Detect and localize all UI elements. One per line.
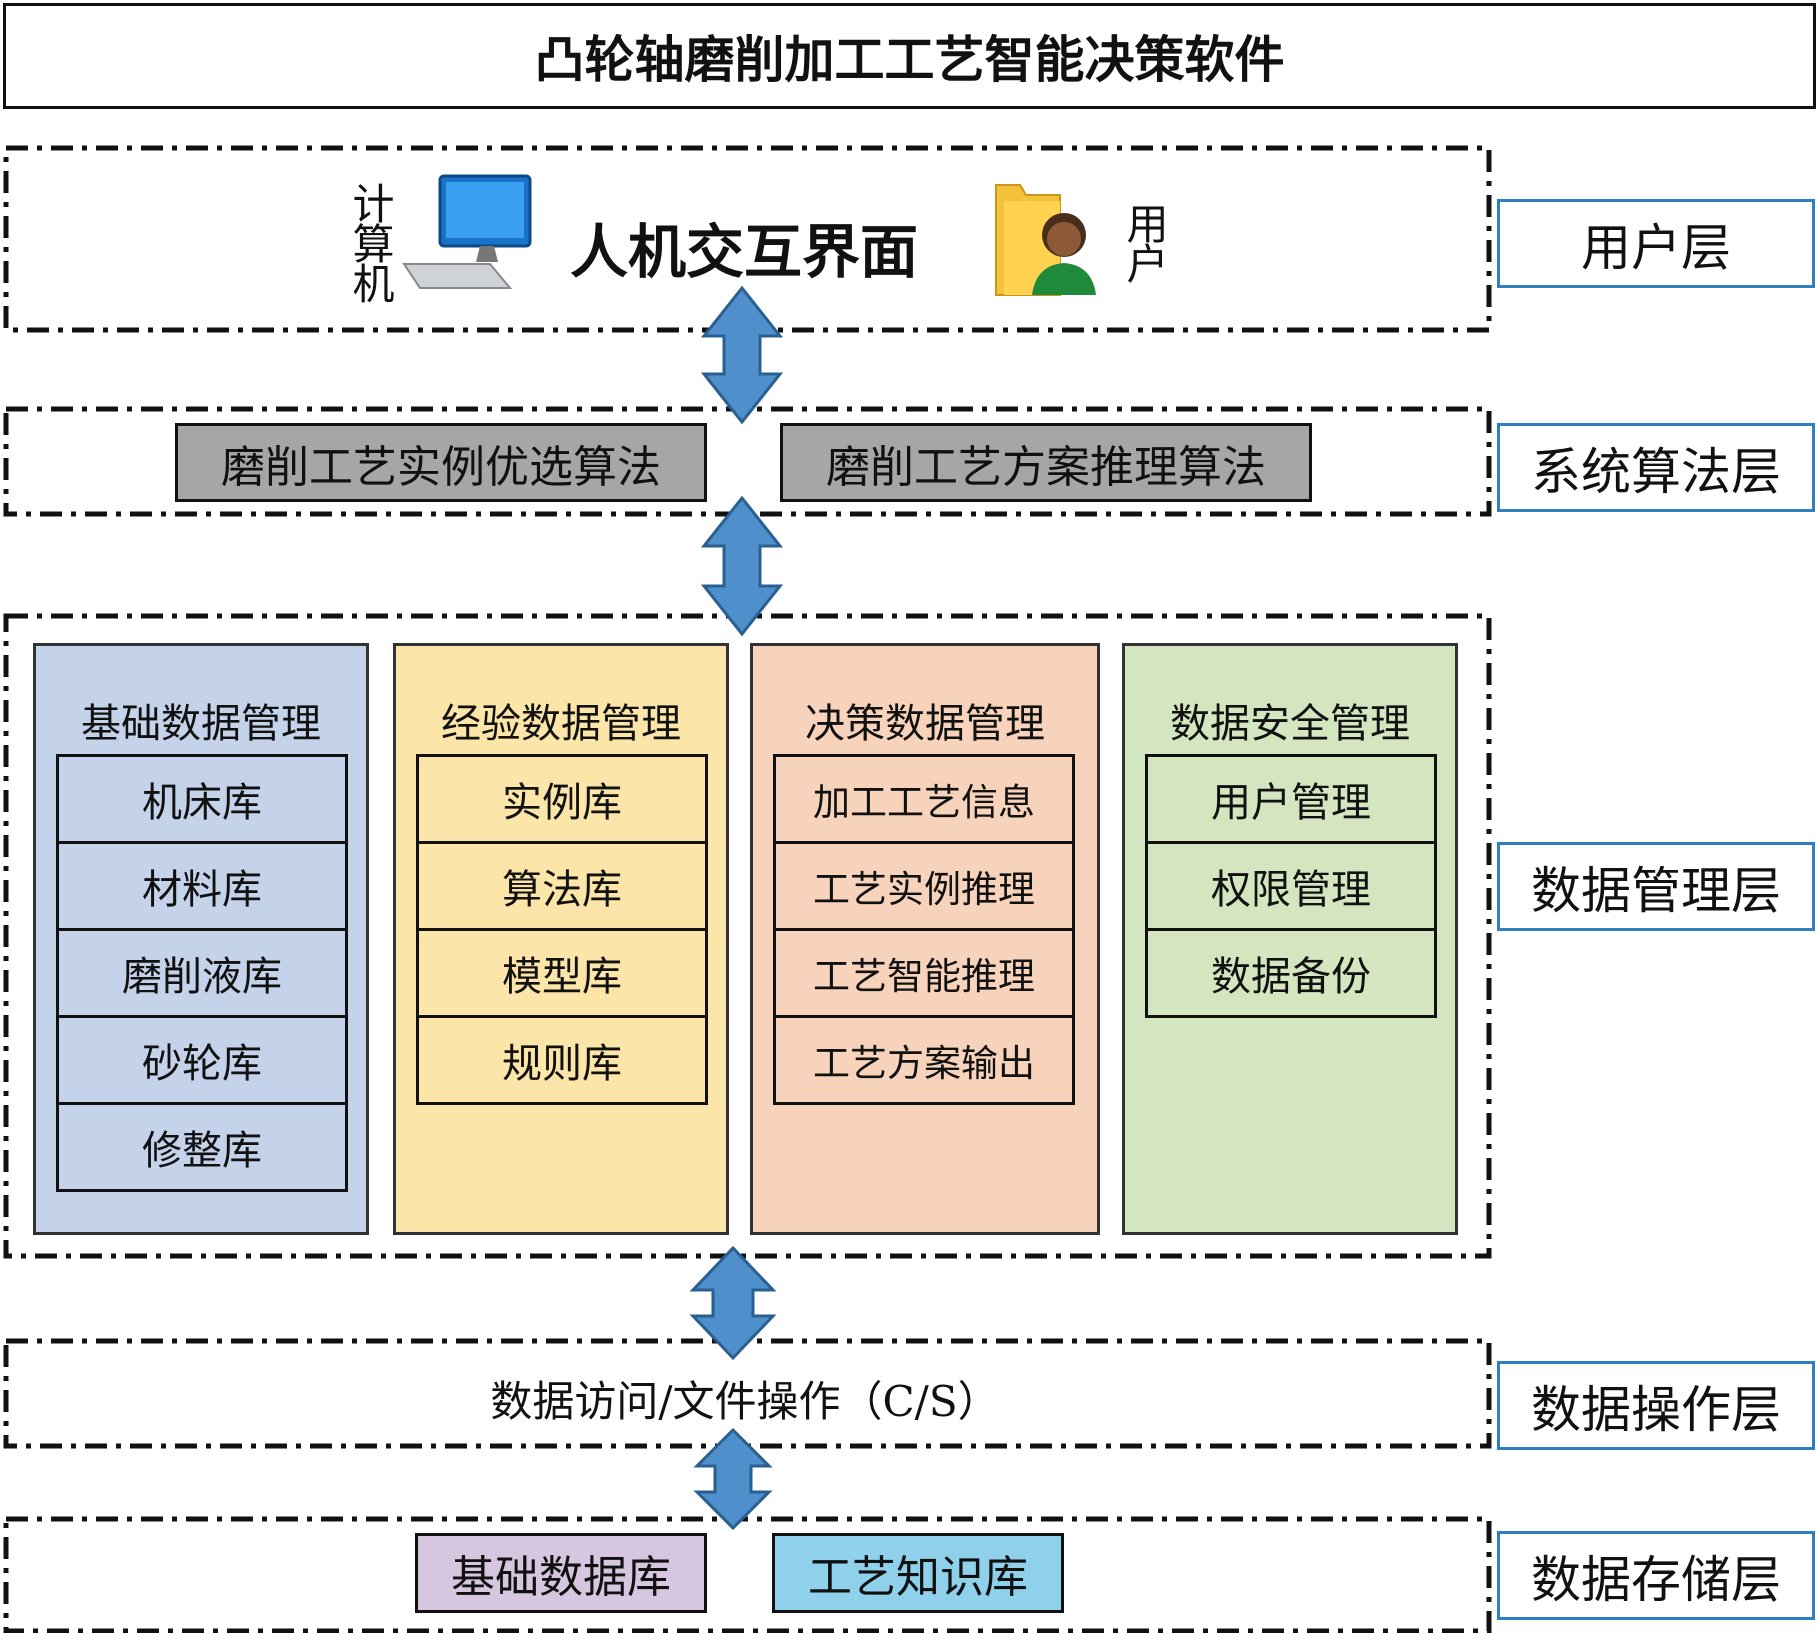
knowledge-base-box: 工艺知识库 [772, 1533, 1064, 1613]
column-title: 基础数据管理 [81, 701, 321, 747]
decision-data-column: 决策数据管理 加工工艺信息 工艺实例推理 工艺智能推理 工艺方案输出 [750, 643, 1100, 1235]
list-item: 数据备份 [1145, 928, 1437, 1018]
list-item: 用户管理 [1145, 754, 1437, 844]
data-operation-layer-tag: 数据操作层 [1497, 1361, 1815, 1450]
list-item: 材料库 [56, 841, 348, 931]
computer-label: 计算机 [346, 182, 395, 302]
list-item: 砂轮库 [56, 1015, 348, 1105]
computer-icon [402, 174, 532, 289]
data-storage-layer-tag: 数据存储层 [1497, 1531, 1815, 1620]
data-storage-layer-frame [3, 1516, 1492, 1633]
list-item: 规则库 [416, 1015, 708, 1105]
list-item: 工艺智能推理 [773, 928, 1075, 1018]
column-title: 经验数据管理 [441, 701, 681, 747]
interface-title: 人机交互界面 [570, 218, 919, 286]
algorithm-layer-tag: 系统算法层 [1497, 423, 1815, 512]
list-item: 权限管理 [1145, 841, 1437, 931]
basic-database-box: 基础数据库 [415, 1533, 707, 1613]
algorithm-box-plan-reasoning: 磨削工艺方案推理算法 [780, 423, 1312, 502]
list-item: 算法库 [416, 841, 708, 931]
algorithm-box-instance-selection: 磨削工艺实例优选算法 [175, 423, 707, 502]
list-item: 加工工艺信息 [773, 754, 1075, 844]
data-management-layer-tag: 数据管理层 [1497, 842, 1815, 931]
column-title: 数据安全管理 [1170, 701, 1410, 747]
double-arrow-icon [700, 495, 784, 637]
basic-data-column: 基础数据管理 机床库 材料库 磨削液库 砂轮库 修整库 [33, 643, 369, 1235]
security-data-column: 数据安全管理 用户管理 权限管理 数据备份 [1122, 643, 1458, 1235]
diagram-title: 凸轮轴磨削加工工艺智能决策软件 [3, 3, 1816, 109]
double-arrow-icon [693, 1427, 773, 1531]
list-item: 工艺实例推理 [773, 841, 1075, 931]
list-item: 模型库 [416, 928, 708, 1018]
list-item: 实例库 [416, 754, 708, 844]
user-layer-tag: 用户层 [1497, 199, 1815, 288]
double-arrow-icon [700, 285, 784, 425]
data-access-text: 数据访问/文件操作（C/S） [490, 1377, 1000, 1426]
user-label: 用户 [1120, 202, 1169, 282]
list-item: 工艺方案输出 [773, 1015, 1075, 1105]
column-title: 决策数据管理 [805, 701, 1045, 747]
user-folder-icon [995, 184, 1096, 296]
list-item: 修整库 [56, 1102, 348, 1192]
experience-data-column: 经验数据管理 实例库 算法库 模型库 规则库 [393, 643, 729, 1235]
list-item: 磨削液库 [56, 928, 348, 1018]
list-item: 机床库 [56, 754, 348, 844]
double-arrow-icon [689, 1245, 777, 1361]
